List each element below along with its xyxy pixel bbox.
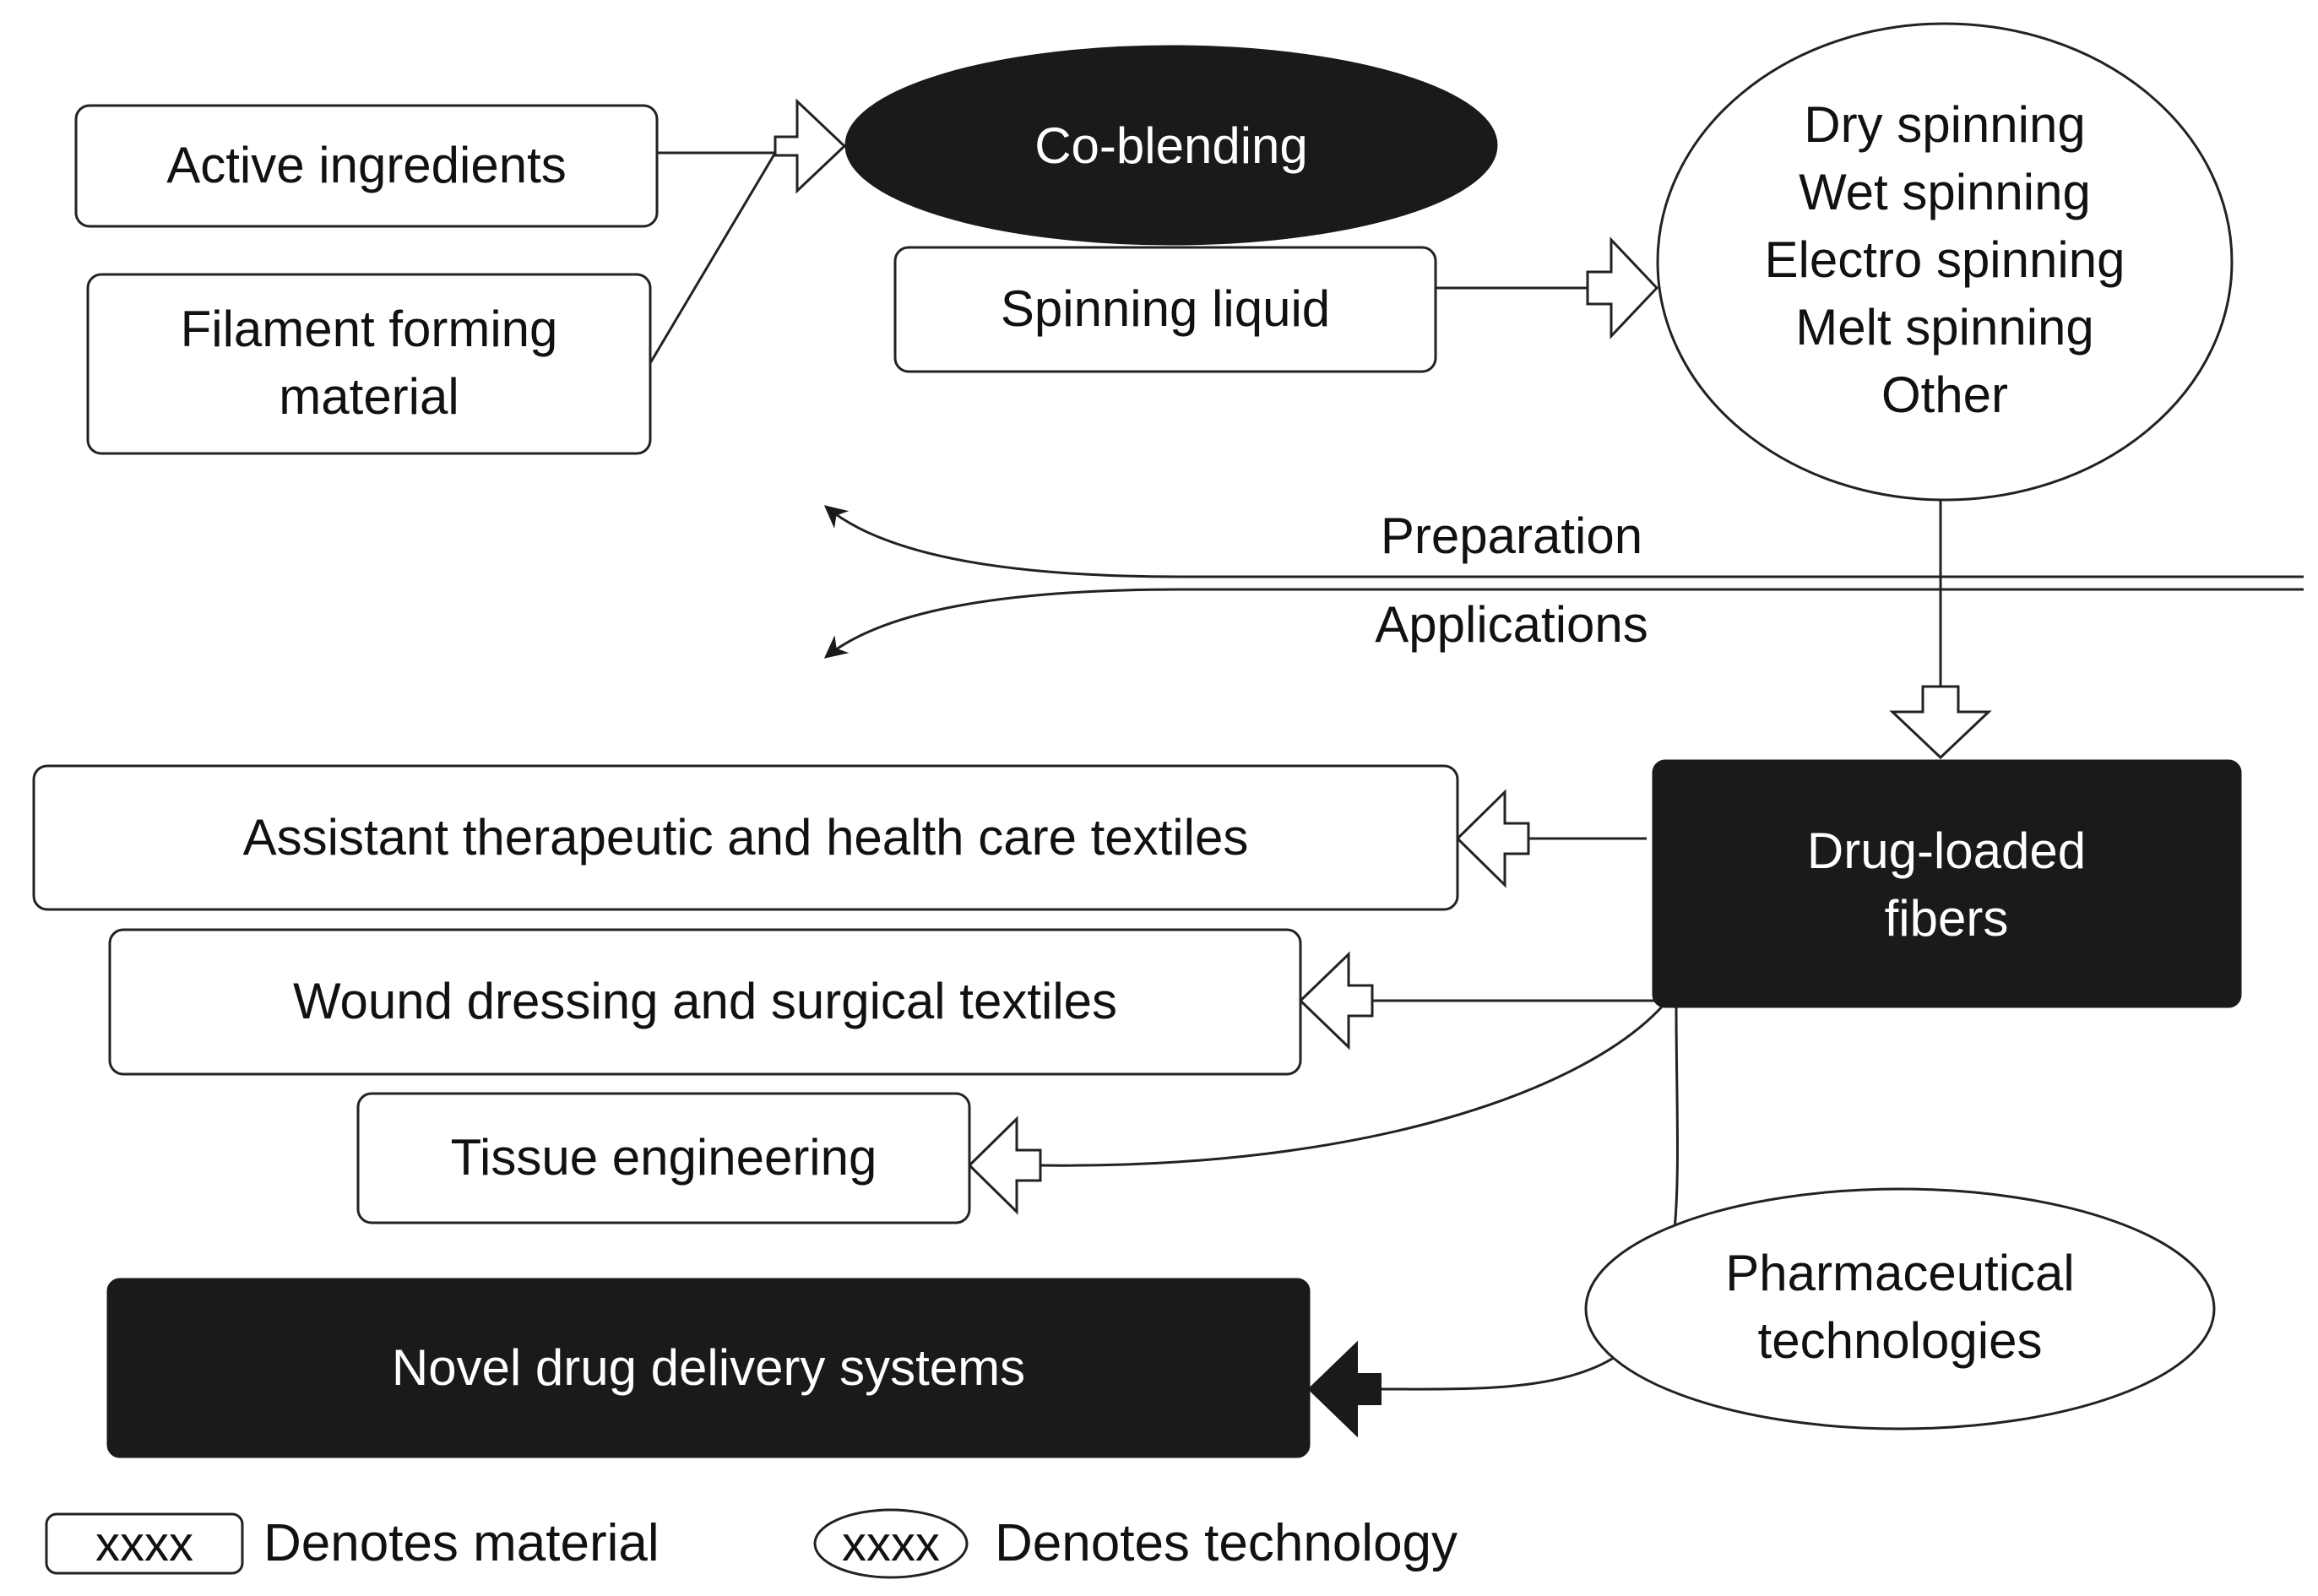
novel-drug-delivery-label: Novel drug delivery systems bbox=[392, 1339, 1025, 1396]
node-co-blending: Co-blending bbox=[844, 45, 1498, 246]
node-filament-forming-material: Filament forming material bbox=[86, 273, 652, 455]
arrow-into-novel-drug-delivery bbox=[1307, 1340, 1382, 1438]
spinning-method-other: Other bbox=[1881, 366, 2008, 423]
connector-fibers-tissue bbox=[1038, 1003, 1665, 1167]
drug-loaded-fibers-label-line2: fibers bbox=[1885, 890, 2009, 947]
co-blending-label: Co-blending bbox=[1034, 117, 1308, 174]
pharmaceutical-technologies-label-line2: technologies bbox=[1758, 1312, 2043, 1369]
legend-material: xxxx Denotes material bbox=[45, 1512, 660, 1575]
node-wound-dressing: Wound dressing and surgical textiles bbox=[108, 928, 1302, 1076]
arrow-into-wound-dressing bbox=[1298, 951, 1374, 1050]
node-active-ingredients: Active ingredients bbox=[74, 104, 659, 228]
node-pharmaceutical-technologies: Pharmaceutical technologies bbox=[1584, 1187, 2216, 1430]
arrow-into-drug-loaded-fibers bbox=[1889, 685, 1992, 760]
tissue-engineering-label: Tissue engineering bbox=[451, 1129, 877, 1186]
node-spinning-liquid: Spinning liquid bbox=[893, 246, 1437, 373]
spinning-liquid-label: Spinning liquid bbox=[1001, 280, 1330, 337]
node-drug-loaded-fibers: Drug-loaded fibers bbox=[1652, 759, 2242, 1008]
active-ingredients-label: Active ingredients bbox=[166, 137, 567, 193]
preparation-curve bbox=[823, 505, 2304, 578]
legend-material-sample: xxxx bbox=[95, 1517, 193, 1572]
wound-dressing-label: Wound dressing and surgical textiles bbox=[293, 973, 1117, 1029]
applications-curve bbox=[823, 588, 2304, 659]
spinning-method-electro: Electro spinning bbox=[1765, 231, 2125, 288]
filament-forming-label-line2: material bbox=[279, 368, 459, 425]
legend-technology: xxxx Denotes technology bbox=[813, 1508, 1458, 1579]
node-novel-drug-delivery: Novel drug delivery systems bbox=[106, 1278, 1311, 1458]
connector-filament-forming bbox=[649, 152, 777, 364]
legend-technology-sample: xxxx bbox=[842, 1517, 940, 1572]
node-tissue-engineering: Tissue engineering bbox=[356, 1092, 971, 1224]
node-spinning-methods: Dry spinning Wet spinning Electro spinni… bbox=[1656, 22, 2234, 502]
spinning-method-dry: Dry spinning bbox=[1804, 96, 2086, 153]
drug-loaded-fibers-label-line1: Drug-loaded bbox=[1807, 822, 2086, 879]
therapeutic-textiles-label: Assistant therapeutic and health care te… bbox=[243, 809, 1249, 866]
preparation-label: Preparation bbox=[1381, 508, 1642, 564]
arrow-into-spinning-methods bbox=[1586, 236, 1659, 339]
legend: xxxx Denotes material xxxx Denotes techn… bbox=[45, 1508, 1458, 1579]
arrow-into-coblending bbox=[774, 98, 847, 194]
legend-technology-label: Denotes technology bbox=[995, 1514, 1458, 1572]
pharmaceutical-technologies-label-line1: Pharmaceutical bbox=[1725, 1245, 2075, 1301]
filament-forming-label-line1: Filament forming bbox=[181, 301, 558, 357]
node-therapeutic-textiles: Assistant therapeutic and health care te… bbox=[32, 764, 1459, 911]
arrow-into-therapeutic-textiles bbox=[1455, 789, 1530, 888]
legend-material-label: Denotes material bbox=[263, 1514, 660, 1572]
spinning-method-melt: Melt spinning bbox=[1795, 299, 2094, 356]
spinning-method-wet: Wet spinning bbox=[1799, 164, 2091, 220]
applications-label: Applications bbox=[1375, 596, 1648, 653]
arrow-into-tissue-engineering bbox=[967, 1116, 1042, 1215]
